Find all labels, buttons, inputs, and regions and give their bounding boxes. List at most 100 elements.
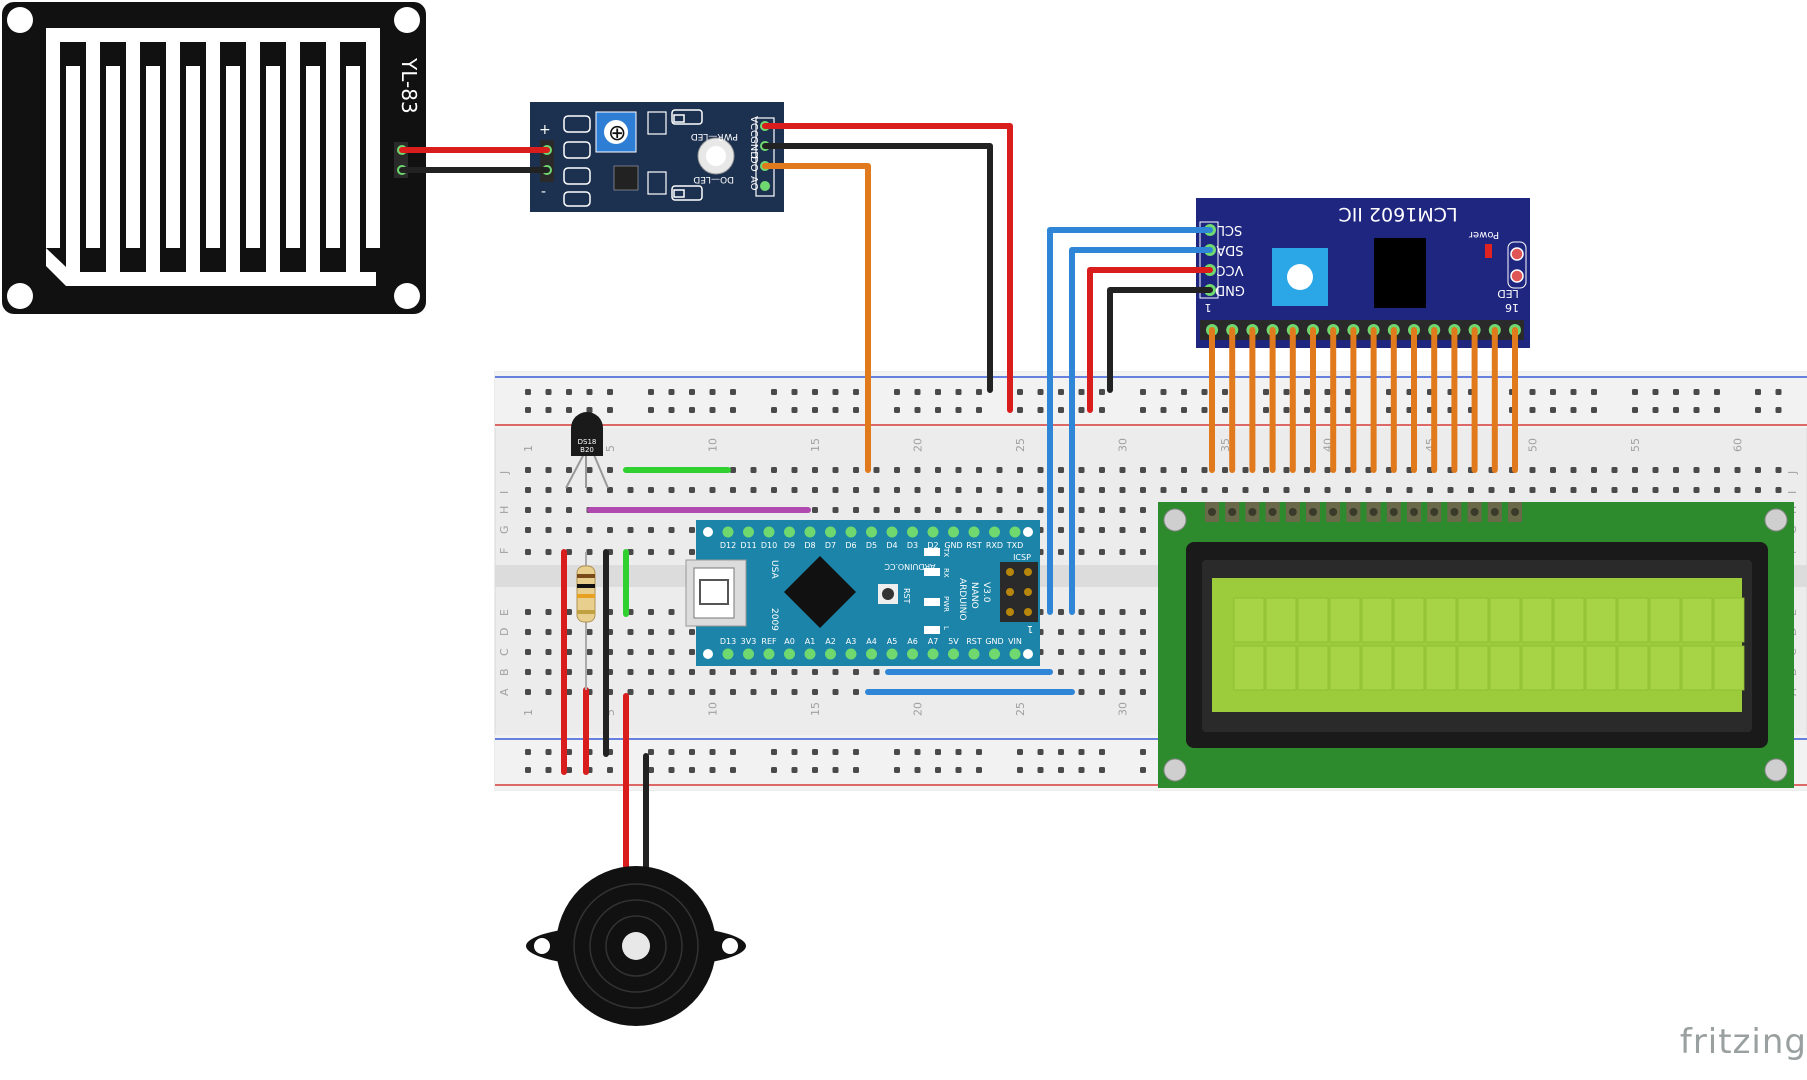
breadboard-hole [791, 467, 798, 473]
breadboard-hole [545, 767, 552, 773]
breadboard-hole [873, 487, 880, 493]
column-number: 1 [522, 709, 535, 716]
breadboard-hole [955, 487, 962, 493]
breadboard-hole [668, 487, 675, 493]
breadboard-hole [750, 689, 757, 695]
breadboard-hole [1242, 487, 1249, 493]
breadboard-hole [1140, 507, 1146, 513]
breadboard-hole [1078, 689, 1085, 695]
nano-pin-label: A2 [825, 637, 836, 646]
breadboard-hole [566, 527, 572, 533]
breadboard-hole [1345, 487, 1351, 493]
breadboard-hole [1263, 467, 1269, 473]
lcd-1602-display [1158, 502, 1794, 788]
breadboard-hole [586, 467, 593, 473]
breadboard-hole [894, 407, 900, 413]
breadboard-hole [1632, 407, 1638, 413]
breadboard-hole [1017, 389, 1023, 395]
column-number: 10 [707, 702, 720, 716]
wire-comparator-do-orange [762, 163, 871, 473]
nano-pin-label: 5V [948, 637, 959, 646]
breadboard-hole [689, 549, 695, 555]
lcd-cell [1297, 645, 1329, 691]
breadboard-hole [914, 467, 921, 473]
breadboard-hole [1427, 487, 1433, 493]
breadboard-hole [1181, 467, 1187, 473]
wire-i2c-scl-blue [1047, 227, 1213, 615]
breadboard-hole [545, 549, 552, 555]
nano-pin [927, 526, 939, 538]
breadboard-hole [955, 507, 962, 513]
breadboard-hole [996, 487, 1003, 493]
breadboard-hole [750, 467, 757, 473]
breadboard-hole [935, 467, 941, 473]
column-number: 25 [1014, 438, 1027, 452]
breadboard-hole [668, 767, 675, 773]
power-led [1485, 244, 1492, 258]
wire-comparator-gnd-black [762, 143, 993, 393]
breadboard-hole [812, 467, 818, 473]
breadboard-hole [545, 649, 552, 655]
breadboard-hole [1119, 487, 1126, 493]
comparator-pin-label: DO [748, 156, 759, 172]
nano-pin [948, 526, 959, 538]
breadboard-hole [627, 487, 634, 493]
breadboard-hole [607, 487, 613, 493]
breadboard-hole [1078, 487, 1085, 493]
nano-pin [989, 526, 1000, 538]
breadboard-hole [1324, 487, 1331, 493]
breadboard-hole [668, 629, 675, 635]
breadboard-hole [812, 407, 818, 413]
breadboard-hole [894, 749, 900, 755]
breadboard-hole [1529, 487, 1536, 493]
breadboard-hole [586, 649, 593, 655]
breadboard-hole [525, 507, 531, 513]
breadboard-hole [853, 467, 859, 473]
breadboard-hole [566, 407, 572, 413]
lcd-cell [1233, 645, 1265, 691]
breadboard-hole [1734, 487, 1741, 493]
breadboard-hole [853, 767, 859, 773]
lcd-cell [1681, 645, 1713, 691]
breadboard-hole [1304, 487, 1310, 493]
breadboard-hole [1099, 407, 1105, 413]
nano-pin-label: D9 [784, 541, 795, 550]
breadboard-hole [1099, 689, 1105, 695]
row-letter: F [498, 548, 511, 554]
nano-pin [968, 648, 980, 660]
rain-sensor-model: YL-83 [397, 57, 421, 114]
column-number: 20 [912, 438, 925, 452]
breadboard-hole [914, 507, 921, 513]
breadboard-hole [1386, 487, 1392, 493]
wire-i2c-vcc-red [1087, 267, 1213, 413]
breadboard-hole [1591, 389, 1597, 395]
breadboard-hole [525, 407, 531, 413]
wire-i2c-gnd-black [1107, 287, 1213, 393]
lcd-cell [1649, 645, 1681, 691]
breadboard-hole [1611, 467, 1618, 473]
nano-pin-label: D7 [825, 541, 836, 550]
breadboard-hole [791, 689, 798, 695]
breadboard-hole [1099, 669, 1105, 675]
breadboard-hole [935, 487, 941, 493]
nano-pin [825, 648, 836, 660]
breadboard-hole [566, 669, 572, 675]
i2c-pin-label: GND [1215, 282, 1245, 297]
column-number: 60 [1732, 438, 1745, 452]
breadboard-hole [668, 527, 675, 533]
breadboard-hole [914, 749, 921, 755]
lcd-cell [1585, 597, 1617, 643]
breadboard-hole [586, 487, 593, 493]
nano-pin [927, 648, 939, 660]
breadboard-hole [996, 467, 1003, 473]
breadboard-hole [1017, 507, 1023, 513]
breadboard-hole [689, 689, 695, 695]
breadboard-hole [1201, 487, 1208, 493]
breadboard-hole [1099, 549, 1105, 555]
wires [399, 123, 1518, 873]
breadboard-hole [525, 609, 531, 615]
breadboard-hole [894, 389, 900, 395]
breadboard-hole [1304, 389, 1310, 395]
lcd-cell [1393, 645, 1425, 691]
breadboard-hole [832, 749, 839, 755]
